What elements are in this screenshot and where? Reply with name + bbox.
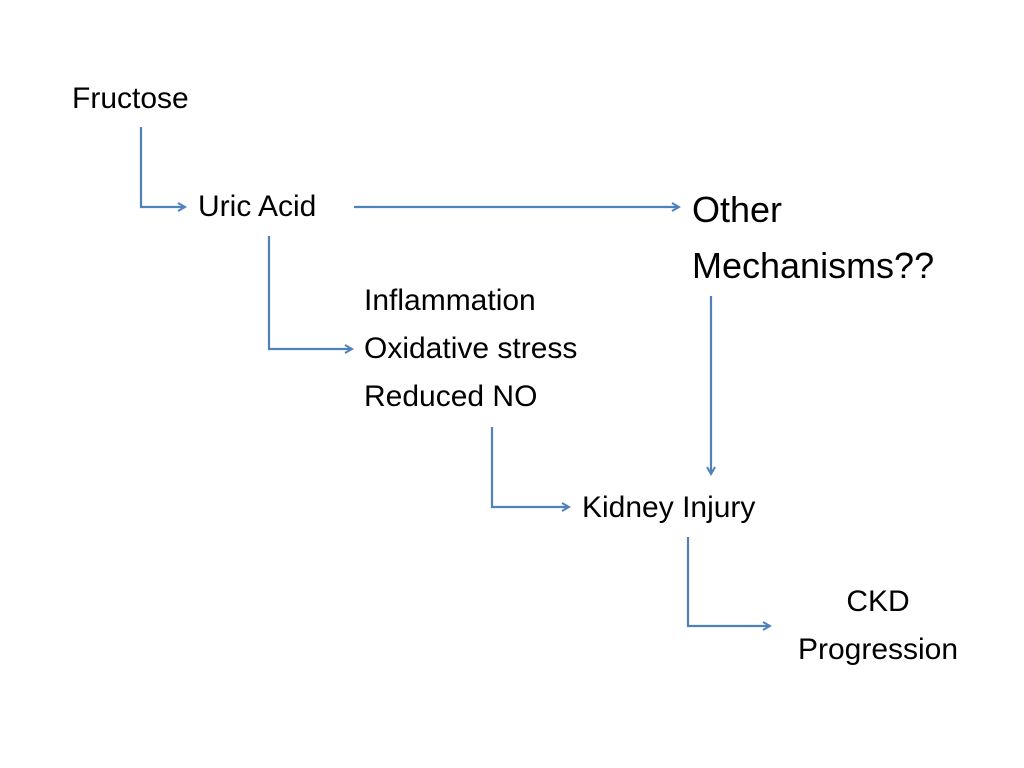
arrow-effects-to-kidney-injury <box>490 427 569 507</box>
node-uric-acid: Uric Acid <box>198 183 316 231</box>
effect-inflammation: Inflammation <box>364 284 536 317</box>
node-fructose: Fructose <box>72 75 189 123</box>
arrow-uric-acid-to-effects <box>267 236 352 349</box>
node-kidney-injury: Kidney Injury <box>582 484 755 532</box>
node-other-mechanisms: Other Mechanisms?? <box>692 182 934 294</box>
arrow-fructose-to-uric-acid <box>139 127 185 207</box>
node-uric-acid-label: Uric Acid <box>198 190 317 223</box>
node-ckd-progression: CKD Progression <box>780 578 976 674</box>
node-kidney-injury-label: Kidney Injury <box>582 491 756 524</box>
effect-reduced-no: Reduced NO <box>364 380 538 413</box>
effect-oxidative-stress: Oxidative stress <box>364 332 578 365</box>
ckd-progression-line-2: Progression <box>797 633 959 666</box>
other-mechanisms-line-2: Mechanisms?? <box>692 245 935 286</box>
node-effects: Inflammation Oxidative stress Reduced NO <box>364 277 577 421</box>
arrow-kidney-injury-to-ckd-progression <box>686 537 770 626</box>
ckd-progression-line-1: CKD <box>846 585 910 618</box>
other-mechanisms-line-1: Other <box>692 189 783 230</box>
node-fructose-label: Fructose <box>72 82 189 115</box>
